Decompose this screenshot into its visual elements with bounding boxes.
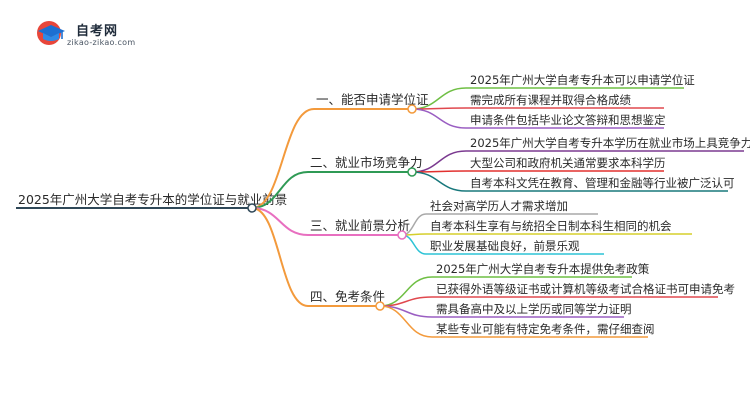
- leaf-label[interactable]: 已获得外语等级证书或计算机等级考试合格证书可申请免考: [436, 282, 735, 296]
- logo-url: zikao-zikao.com: [67, 38, 136, 47]
- leaf-label[interactable]: 申请条件包括毕业论文答辩和思想鉴定: [470, 113, 666, 127]
- root-label: 2025年广州大学自考专升本的学位证与就业前景: [18, 192, 287, 207]
- branch-collapse-toggle[interactable]: [397, 230, 407, 240]
- leaf-label[interactable]: 大型公司和政府机关通常要求本科学历: [470, 156, 666, 170]
- leaf-connector: [411, 108, 467, 129]
- branch-collapse-toggle[interactable]: [375, 301, 385, 311]
- leaf-connector: [379, 305, 433, 338]
- branch-connector: [251, 207, 309, 236]
- leaf-label[interactable]: 需完成所有课程并取得合格成绩: [470, 93, 631, 107]
- branch-collapse-toggle[interactable]: [407, 167, 417, 177]
- leaf-label[interactable]: 2025年广州大学自考专升本提供免考政策: [436, 262, 650, 276]
- branch-label[interactable]: 四、免考条件: [310, 289, 385, 304]
- leaf-label[interactable]: 某些专业可能有特定免考条件，需仔细查阅: [436, 322, 655, 336]
- branch-collapse-toggle[interactable]: [407, 104, 417, 114]
- leaf-label[interactable]: 2025年广州大学自考专升本可以申请学位证: [470, 73, 695, 87]
- graduation-cap-icon: [37, 21, 65, 45]
- branch-connector: [251, 207, 309, 307]
- branch-label[interactable]: 二、就业市场竞争力: [310, 155, 423, 170]
- site-logo[interactable]: 自考网 zikao-zikao.com: [34, 16, 154, 56]
- leaf-label[interactable]: 需具备高中及以上学历或同等学力证明: [436, 302, 632, 316]
- leaf-connector: [411, 171, 467, 192]
- leaf-label[interactable]: 社会对高学历人才需求增加: [430, 199, 568, 213]
- leaf-label[interactable]: 自考本科生享有与统招全日制本科生相同的机会: [430, 219, 672, 233]
- leaf-label[interactable]: 自考本科文凭在教育、管理和金融等行业被广泛认可: [470, 176, 735, 190]
- branch-connector: [251, 108, 315, 209]
- branch-label[interactable]: 三、就业前景分析: [310, 218, 410, 233]
- leaf-label[interactable]: 2025年广州大学自考专升本学历在就业市场上具竞争力: [470, 136, 750, 150]
- root-collapse-toggle[interactable]: [247, 203, 257, 213]
- branch-label[interactable]: 一、能否申请学位证: [316, 92, 429, 107]
- branch-connector: [251, 171, 309, 209]
- logo-title: 自考网: [76, 24, 119, 39]
- leaf-label[interactable]: 职业发展基础良好，前景乐观: [430, 239, 580, 253]
